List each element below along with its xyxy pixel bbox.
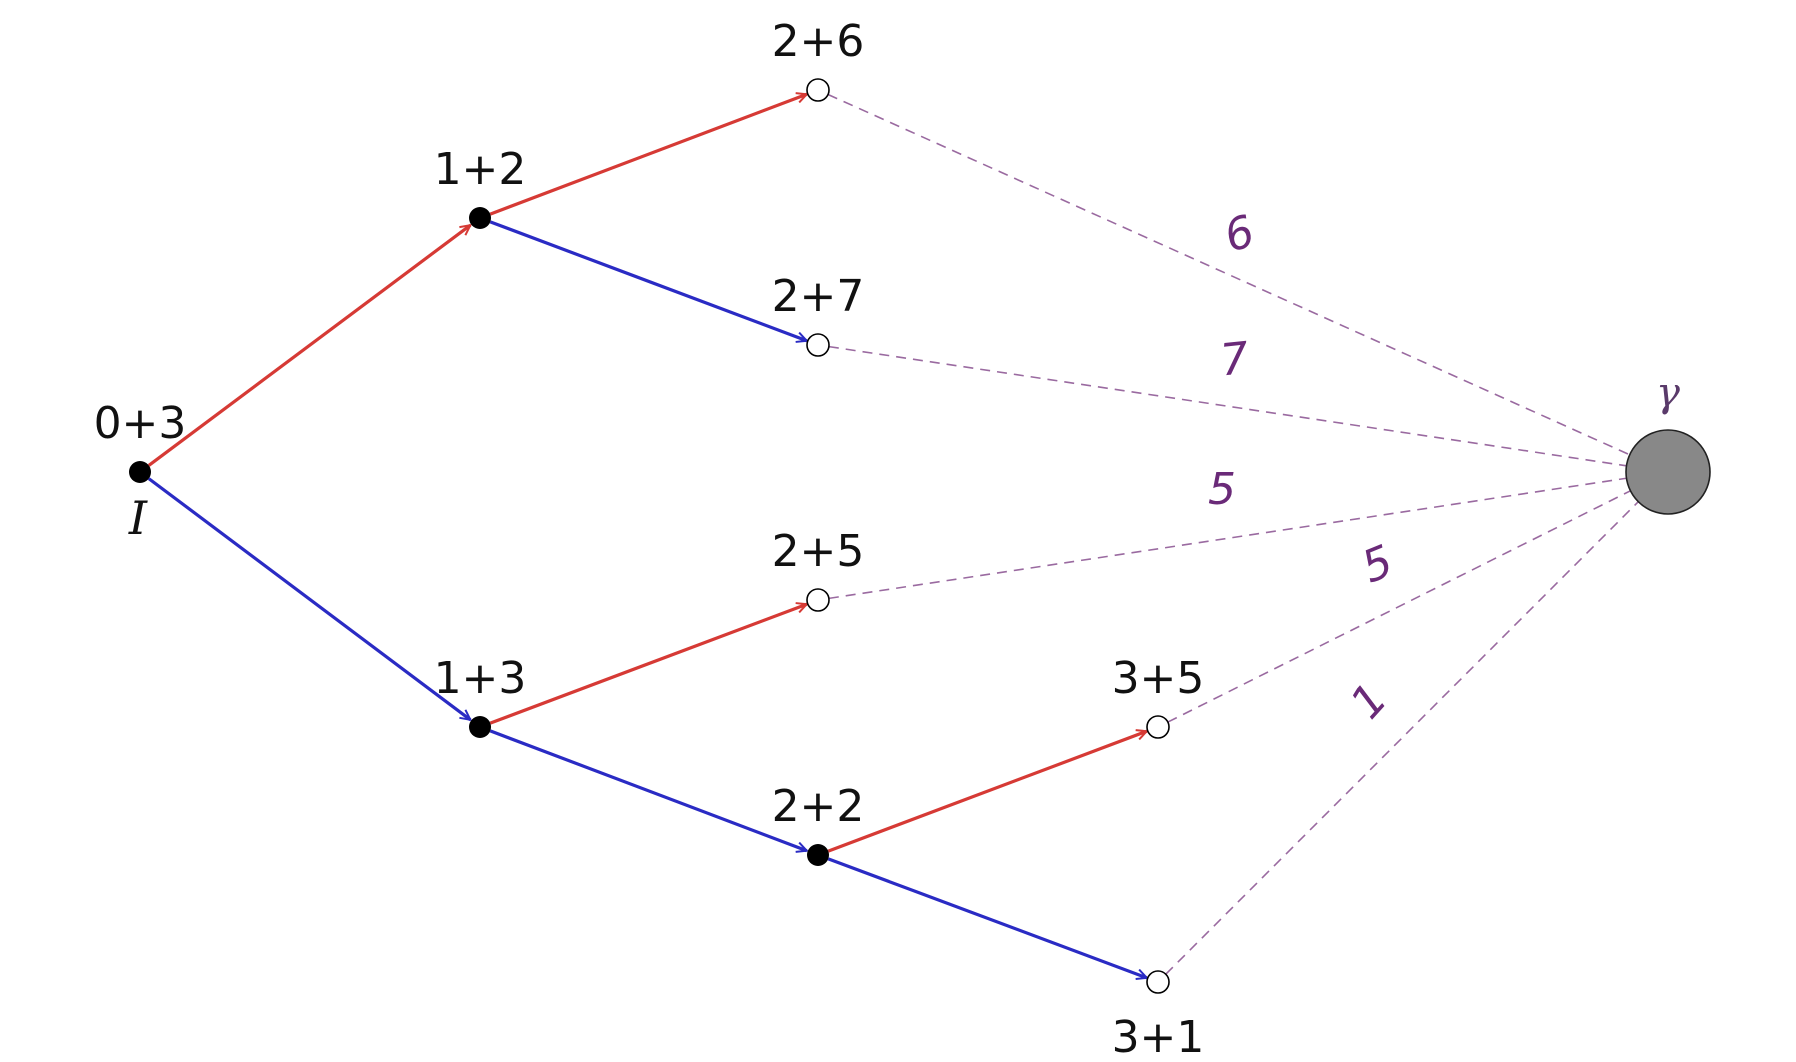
edge-weight-n31: 1 (1341, 674, 1398, 729)
open-node-n35 (1146, 715, 1170, 739)
blue-edge-n12-to-n27 (489, 220, 806, 341)
dashed-edge-n31-to-gamma (1165, 501, 1639, 975)
node-label-n27: 2+7 (772, 271, 865, 322)
nodes-layer (129, 78, 1711, 994)
sink-node-gamma (1625, 429, 1711, 515)
node-sublabel-n0: I (128, 491, 148, 545)
dashed-edge-n27-to-gamma (828, 345, 1627, 467)
dashed-edge-n26-to-gamma (827, 93, 1631, 456)
edge-weight-n26: 6 (1218, 206, 1260, 263)
sink-label-gamma: γ (1656, 370, 1680, 416)
node-label-n25: 2+5 (772, 526, 865, 577)
edge-weight-n35: 5 (1355, 536, 1400, 594)
node-label-n26: 2+6 (772, 16, 865, 67)
open-node-n26 (806, 78, 830, 102)
edges-layer (147, 94, 1147, 978)
blue-edge-n0-to-n13 (147, 477, 471, 720)
filled-node-n13 (469, 716, 491, 738)
filled-node-n22 (807, 844, 829, 866)
edge-weight-n25: 5 (1208, 464, 1236, 515)
node-label-n0: 0+3 (94, 398, 187, 449)
open-node-n25 (806, 588, 830, 612)
dashed-edges-layer (827, 93, 1639, 975)
dashed-edge-n35-to-gamma (1167, 490, 1631, 723)
red-edge-n12-to-n26 (489, 94, 806, 216)
edge-weight-n27: 7 (1218, 333, 1251, 387)
node-label-n12: 1+2 (434, 144, 527, 195)
blue-edge-n22-to-n31 (827, 857, 1146, 978)
node-label-n13: 1+3 (434, 653, 527, 704)
open-node-n31 (1146, 970, 1170, 994)
filled-node-n12 (469, 207, 491, 229)
red-edge-n0-to-n12 (147, 225, 471, 467)
filled-node-n0 (129, 461, 151, 483)
labels-layer: 6 7 5 5 1 0+3I 1+2 1+3 2+6 2+7 2+5 2+2 3+5 3+1 γ (94, 16, 1680, 1062)
dashed-edge-n25-to-gamma (828, 477, 1627, 600)
red-edge-n13-to-n25 (489, 604, 806, 725)
node-label-n35: 3+5 (1112, 653, 1205, 704)
blue-edge-n13-to-n22 (489, 729, 806, 851)
node-label-n31: 3+1 (1112, 1012, 1205, 1062)
node-label-n22: 2+2 (772, 781, 865, 832)
red-edge-n22-to-n35 (827, 731, 1146, 853)
open-node-n27 (806, 333, 830, 357)
